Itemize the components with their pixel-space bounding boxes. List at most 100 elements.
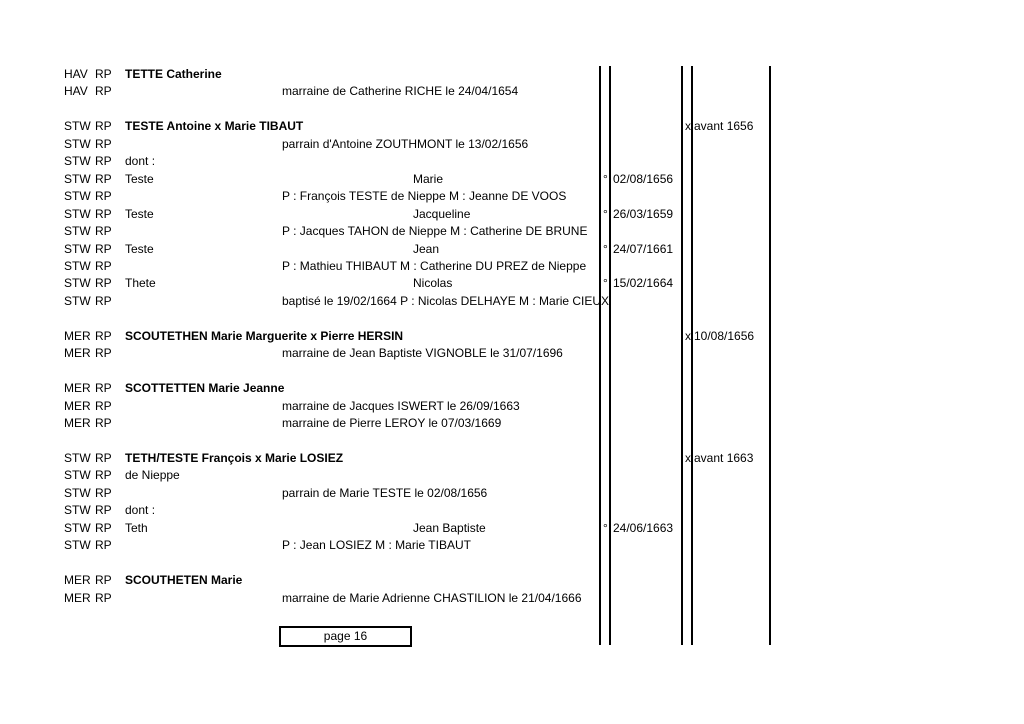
cell-type: RP [95,224,112,239]
cell-name: SCOTTETTEN Marie Jeanne [125,381,285,396]
table-row: MER RP marraine de Jacques ISWERT le 26/09… [0,398,1024,415]
cell-type: RP [95,67,112,81]
column-rule-5 [769,66,771,645]
cell-type: RP [95,171,112,186]
cell-type: RP [95,346,112,361]
cell-type: RP [95,538,112,553]
table-row: STW RP Thete Nicolas ° 15/02/1664 [0,275,1024,292]
cell-event: marraine de Jacques ISWERT le 26/09/1663 [282,398,520,413]
cell-type: RP [95,119,112,134]
table-row: STW RP parrain de Marie TESTE le 02/08/165… [0,485,1024,502]
table-row: STW RP dont : [0,502,1024,519]
cell-loc: MER [64,346,91,361]
cell-type: RP [95,328,112,343]
table-row: STW RP P : Jacques TAHON de Nieppe M : Cat… [0,223,1024,240]
cell-loc: STW [64,468,91,483]
cell-date: 02/08/1656 [613,171,674,186]
cell-type: RP [95,276,112,291]
cell-name: SCOUTETHEN Marie Marguerite x Pierre HER… [125,328,404,343]
cell-mdate: 10/08/1656 [694,328,755,343]
cell-type: RP [95,258,112,273]
cell-loc: STW [64,485,91,500]
cell-type: RP [95,398,112,413]
cell-name: Thete [125,276,156,291]
cell-name: Teste [125,171,154,186]
cell-loc: MER [64,398,91,413]
column-rule-3 [681,66,683,645]
cell-event: marraine de Catherine RICHE le 24/04/165… [282,84,519,99]
cell-first: Marie [413,171,444,186]
cell-mdate: avant 1663 [694,450,754,465]
cell-type: RP [95,416,112,430]
cell-event: P : Jacques TAHON de Nieppe M : Catherin… [282,224,588,239]
cell-mark: ° [603,171,608,186]
cell-event: P : François TESTE de Nieppe M : Jeanne … [282,189,567,204]
cell-type: RP [95,485,112,500]
cell-loc: MER [64,590,91,605]
cell-event: marraine de Pierre LEROY le 07/03/1669 [282,416,502,430]
cell-mark: ° [603,520,608,535]
table-row: STW RP baptisé le 19/02/1664 P : Nicolas D… [0,293,1024,310]
cell-type: RP [95,241,112,256]
cell-loc: STW [64,206,91,221]
cell-mark: ° [603,276,608,291]
cell-loc: MER [64,573,91,588]
cell-name: Teste [125,241,154,256]
table-row: MER RP marraine de Jean Baptiste VIGNOBLE … [0,345,1024,362]
cell-event: baptisé le 19/02/1664 P : Nicolas DELHAY… [282,293,610,308]
cell-loc: STW [64,520,91,535]
cell-first: Jacqueline [413,206,471,221]
cell-type: RP [95,468,112,483]
cell-loc: STW [64,450,91,465]
cell-type: RP [95,189,112,204]
cell-loc: STW [64,276,91,291]
cell-event: P : Mathieu THIBAUT M : Catherine DU PRE… [282,258,587,273]
cell-loc: STW [64,293,91,308]
cell-type: RP [95,573,112,588]
cell-loc: STW [64,224,91,239]
cell-first: Nicolas [413,276,453,291]
table-row: STW RP P : Mathieu THIBAUT M : Catherine D… [0,258,1024,275]
table-row: MER RP SCOUTETHEN Marie Marguerite x Pierr… [0,328,1024,345]
cell-loc: STW [64,241,91,256]
cell-name: dont : [125,503,156,518]
page-number: page 16 [323,629,368,643]
cell-event: parrain de Marie TESTE le 02/08/1656 [282,485,488,500]
cell-name: dont : [125,154,156,169]
cell-date: 15/02/1664 [613,276,674,291]
cell-name: TETH/TESTE François x Marie LOSIEZ [125,450,344,465]
cell-loc: STW [64,258,91,273]
cell-event: marraine de Jean Baptiste VIGNOBLE le 31… [282,346,563,361]
cell-date: 26/03/1659 [613,206,674,221]
cell-name: SCOUTHETEN Marie [125,573,243,588]
cell-type: RP [95,503,112,518]
cell-type: RP [95,590,112,605]
cell-type: RP [95,450,112,465]
cell-type: RP [95,293,112,308]
cell-mark: ° [603,206,608,221]
cell-first: Jean [413,241,440,256]
cell-mark: ° [603,241,608,256]
cell-first: Jean Baptiste [413,520,486,535]
cell-loc: HAV [64,84,88,99]
cell-name: TESTE Antoine x Marie TIBAUT [125,119,304,134]
cell-name: TETTE Catherine [125,67,222,81]
cell-type: RP [95,154,112,169]
cell-type: RP [95,381,112,396]
cell-loc: MER [64,328,91,343]
cell-loc: STW [64,503,91,518]
